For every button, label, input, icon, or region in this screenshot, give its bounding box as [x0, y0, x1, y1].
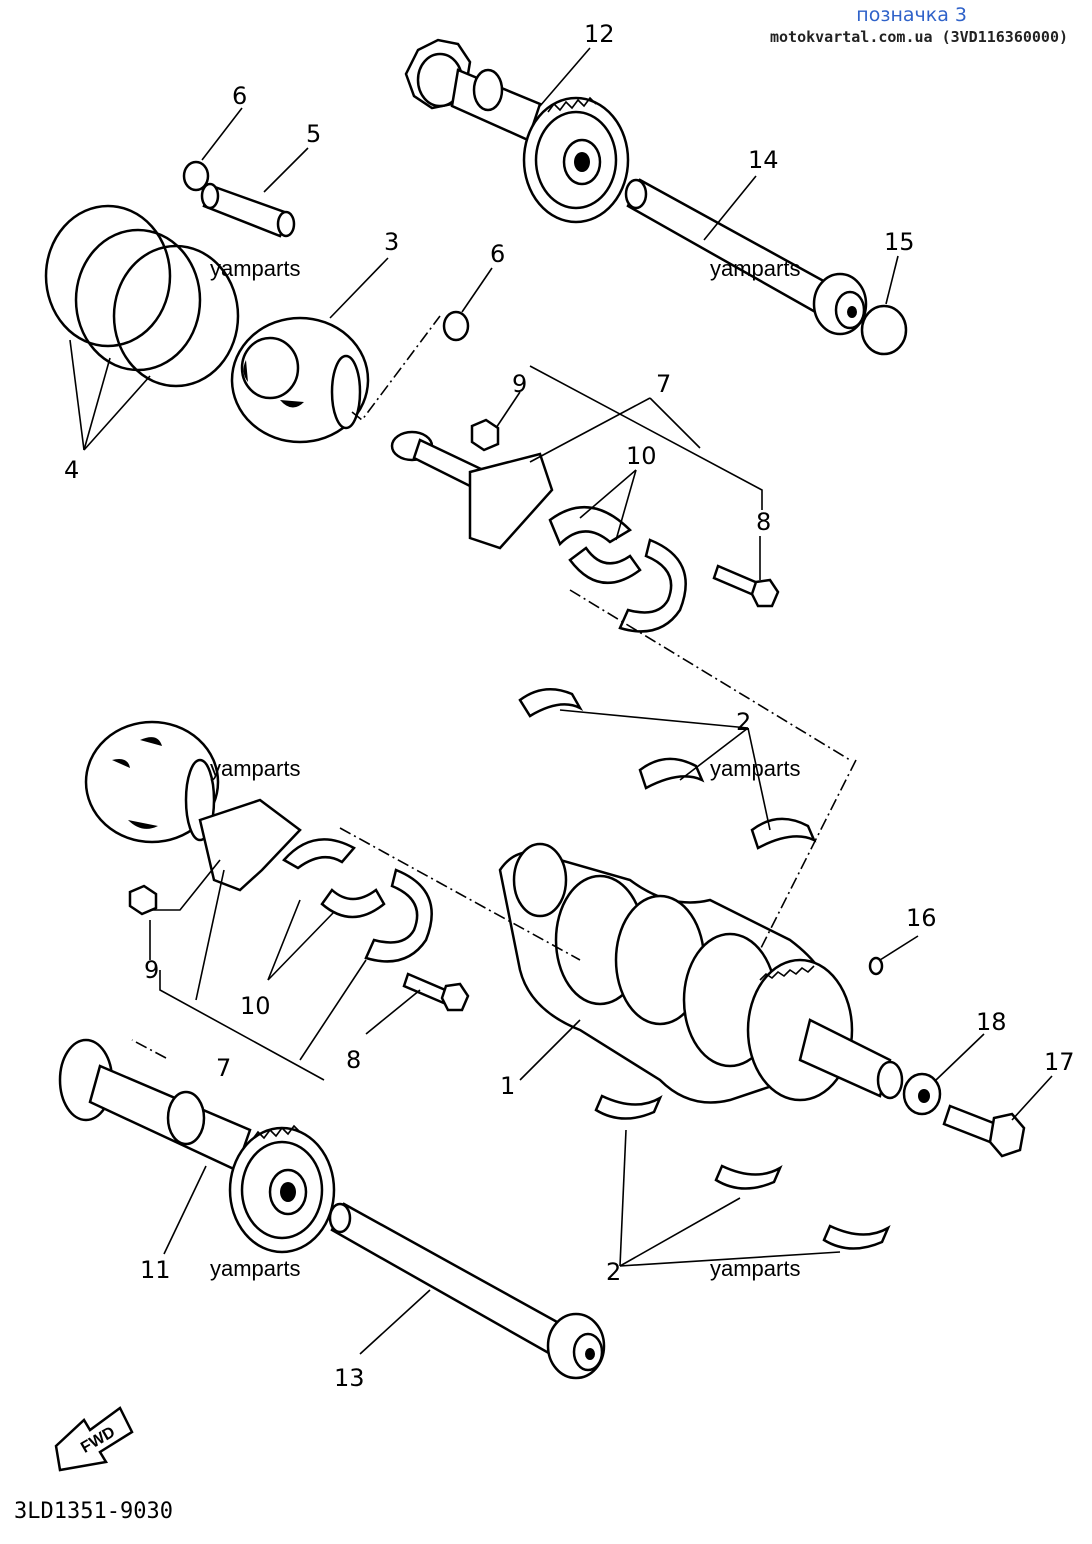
- label-4: 4: [64, 456, 79, 484]
- label-3: 3: [384, 228, 399, 256]
- rod-nut-upper: [470, 418, 500, 452]
- label-17: 17: [1044, 1048, 1075, 1076]
- label-6-right: 6: [490, 240, 505, 268]
- balancer-shaft-lower: [58, 1038, 336, 1254]
- rod-cap-lower: [364, 868, 433, 963]
- watermark: yamparts: [710, 756, 800, 781]
- label-12: 12: [584, 20, 615, 48]
- forward-arrow-icon: [54, 1406, 134, 1472]
- label-15: 15: [884, 228, 915, 256]
- label-10-bottom: 10: [240, 992, 271, 1020]
- crankshaft: [498, 842, 904, 1104]
- main-bearing: [750, 817, 817, 850]
- piston-pin-clip: [182, 160, 210, 192]
- watermarks: yamparts yamparts yamparts yamparts yamp…: [210, 256, 800, 1281]
- watermark: yamparts: [210, 1256, 300, 1281]
- diagram-code: 3LD1351-9030: [14, 1499, 173, 1524]
- rod-nut-lower: [128, 884, 158, 916]
- label-5: 5: [306, 120, 321, 148]
- label-6-left: 6: [232, 82, 247, 110]
- plain-washer: [902, 1072, 942, 1116]
- connecting-rod-lower: [198, 798, 302, 892]
- piston-pin: [200, 182, 296, 238]
- main-bearing: [594, 1094, 663, 1120]
- watermark: yamparts: [210, 256, 300, 281]
- piston-pin-clip: [442, 310, 470, 342]
- main-bearing: [822, 1224, 891, 1250]
- part-labels: 1 2 2 3 4 5 6 6 7 7 8 8 9 9 10 10 11 12 …: [64, 20, 1075, 1392]
- o-ring: [860, 304, 908, 356]
- crank-bolt: [942, 1104, 1026, 1158]
- leader-lines: [69, 47, 1053, 1355]
- header-title: позначка 3: [856, 4, 967, 26]
- header-subtitle: motokvartal.com.ua (3VD116360000): [769, 28, 1068, 46]
- piston-ring-set: [44, 204, 240, 388]
- woodruff-key: [868, 956, 884, 976]
- label-18: 18: [976, 1008, 1007, 1036]
- label-9-bottom: 9: [144, 956, 159, 984]
- rod-cap-upper: [618, 538, 687, 633]
- big-end-bearing-lower: [282, 838, 356, 870]
- label-7-top: 7: [656, 370, 671, 398]
- label-11: 11: [140, 1256, 171, 1284]
- label-1: 1: [500, 1072, 515, 1100]
- label-9-top: 9: [512, 370, 527, 398]
- balancer-pin-upper: [624, 178, 868, 336]
- label-14: 14: [748, 146, 779, 174]
- piston-lower: [84, 720, 220, 844]
- label-2-top: 2: [736, 708, 751, 736]
- label-10-top: 10: [626, 442, 657, 470]
- label-13: 13: [334, 1364, 365, 1392]
- piston-upper: [230, 316, 370, 444]
- big-end-bearing-upper: [548, 505, 633, 547]
- connecting-rod-upper: [390, 430, 554, 550]
- big-end-bearing-lower: [320, 888, 386, 919]
- watermark: yamparts: [210, 756, 300, 781]
- rod-bolt-lower: [402, 972, 470, 1012]
- rod-bolt-upper: [712, 564, 780, 608]
- watermark: yamparts: [710, 1256, 800, 1281]
- label-8-top: 8: [756, 508, 771, 536]
- label-7-bottom: 7: [216, 1054, 231, 1082]
- label-2-bottom: 2: [606, 1258, 621, 1286]
- main-bearing: [714, 1164, 783, 1190]
- main-bearing: [638, 757, 705, 790]
- watermark: yamparts: [710, 256, 800, 281]
- label-8-bottom: 8: [346, 1046, 361, 1074]
- big-end-bearing-upper: [568, 546, 642, 585]
- balancer-pin-lower: [328, 1202, 606, 1380]
- label-16: 16: [906, 904, 937, 932]
- balancer-shaft-upper: [404, 38, 630, 224]
- assembly-center-lines: [131, 315, 857, 1059]
- main-bearing: [518, 687, 584, 718]
